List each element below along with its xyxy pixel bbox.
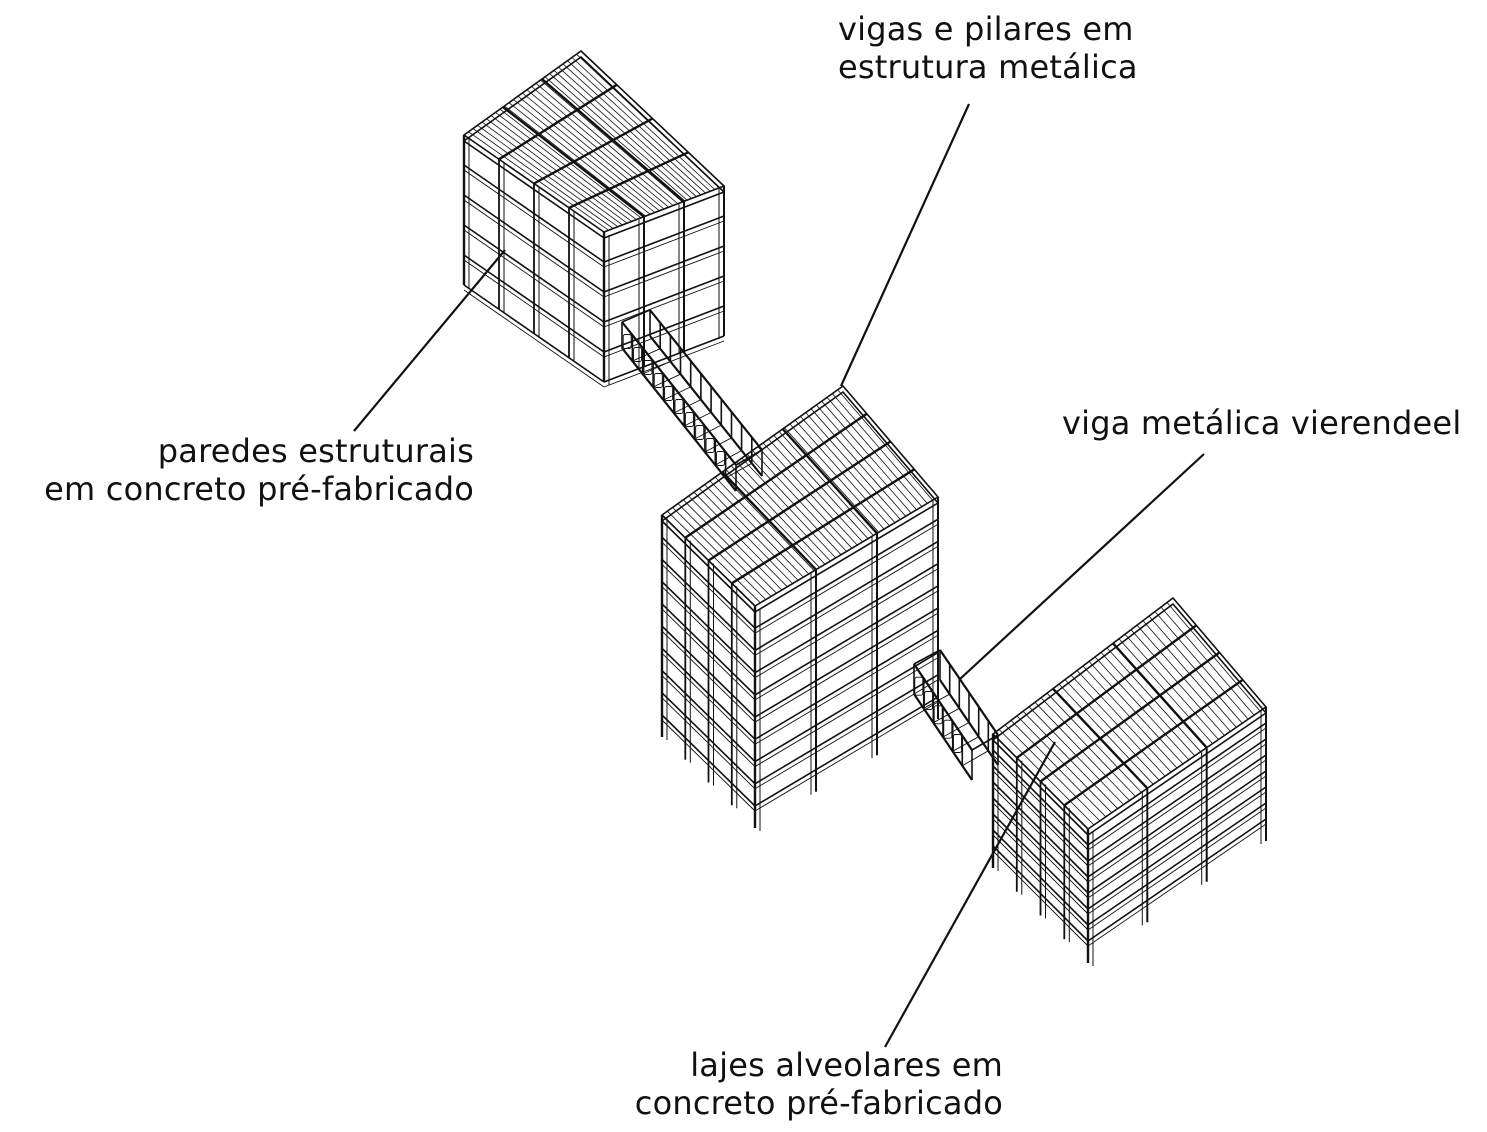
label-precast-walls: paredes estruturais em concreto pré-fabr… [44, 432, 474, 508]
leader-precast-walls [353, 249, 506, 432]
leader-steel-frame [839, 103, 971, 387]
buildings-layer [462, 50, 1267, 966]
hollow-slab-building [991, 597, 1267, 966]
leader-lines-layer [353, 103, 1205, 1048]
bridges-layer [621, 309, 999, 781]
label-vierendeel-line1: viga metálica vierendeel [1062, 404, 1462, 442]
precast-wall-building [462, 50, 725, 388]
steel-frame-tower [660, 385, 939, 831]
label-steel-frame: vigas e pilares em estrutura metálica [838, 10, 1138, 86]
label-hollow-slabs: lajes alveolares em concreto pré-fabrica… [635, 1046, 1003, 1122]
leader-hollow-slabs [884, 741, 1056, 1048]
label-precast-walls-line1: paredes estruturais [157, 432, 474, 470]
label-hollow-slabs-line1: lajes alveolares em [690, 1046, 1003, 1084]
label-hollow-slabs-line2: concreto pré-fabricado [634, 1084, 1003, 1122]
label-steel-frame-line2: estrutura metálica [838, 48, 1138, 86]
upper-vierendeel-bridge [621, 309, 763, 492]
label-steel-frame-line1: vigas e pilares em [838, 10, 1134, 48]
leader-vierendeel [959, 453, 1205, 680]
lower-vierendeel-bridge [913, 649, 999, 781]
label-precast-walls-line2: em concreto pré-fabricado [44, 470, 474, 508]
label-vierendeel: viga metálica vierendeel [1062, 404, 1461, 442]
